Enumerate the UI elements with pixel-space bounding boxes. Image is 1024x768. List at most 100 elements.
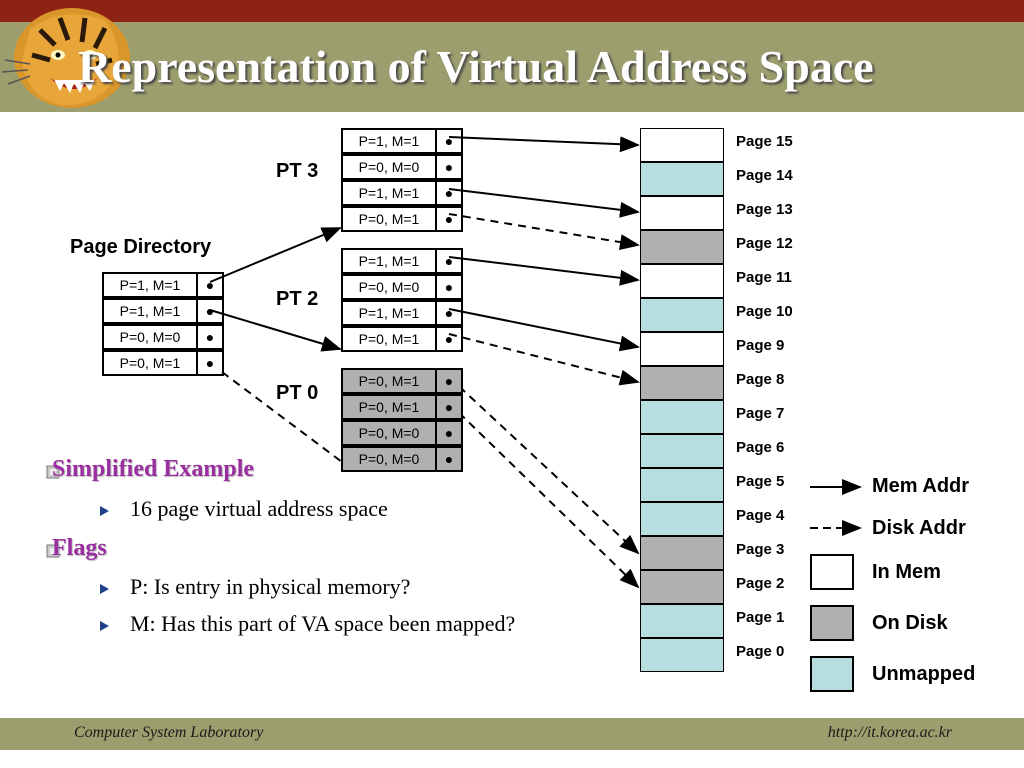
page-label: Page 10 [736,303,793,320]
pt3-entry: P=0, M=0 [341,154,437,180]
legend-mem-addr: Mem Addr [872,475,970,497]
arrow-pd-pt2 [209,309,342,352]
sub-bullet-arrow-icon [100,621,109,631]
pointer-dot-icon: ● [435,326,463,352]
bullet-simplified-example: Simplified Example [52,456,255,482]
page-box [640,264,724,298]
page-box [640,196,724,230]
pt2-entry: P=0, M=0 [341,274,437,300]
pd-entry: P=0, M=0 [102,324,198,350]
arrow-pt2-page9 [448,308,640,352]
pd-entry: P=1, M=1 [102,272,198,298]
slide-title: Representation of Virtual Address Space [78,41,874,92]
page-label: Page 7 [736,405,785,422]
page-box [640,468,724,502]
footer-bottom-strip [0,750,1024,768]
pt3-entry: P=1, M=1 [341,128,437,154]
arrow-pt3-page12 [448,213,640,250]
pointer-dot-icon: ● [435,300,463,326]
arrow-pt2-page11 [448,256,640,286]
pt2-entry: P=1, M=1 [341,248,437,274]
sub-bullet-text: M: Has this part of VA space been mapped… [130,611,516,636]
pt0-entry: P=0, M=0 [341,420,437,446]
page-box [640,128,724,162]
page-box [640,604,724,638]
arrow-pd-pt3 [209,227,342,283]
page-label: Page 3 [736,541,785,558]
arrow-pt2-page8 [448,333,640,386]
page-label: Page 11 [736,269,792,286]
page-label: Page 0 [736,643,785,660]
legend-on-disk: On Disk [872,612,948,634]
arrow-pt0-page3 [448,376,640,555]
page-label: Page 1 [736,609,785,626]
pointer-dot-icon: ● [435,206,463,232]
page-box [640,502,724,536]
sub-bullet-text: P: Is entry in physical memory? [130,574,411,599]
top-accent-bar [0,0,1024,22]
arrow-pt3-page13 [448,188,640,218]
pt3-entry: P=0, M=1 [341,206,437,232]
page-box [640,638,724,672]
footer-url: http://it.korea.ac.kr [827,724,952,741]
bullet-box-icon [46,465,60,479]
pd-entry: P=1, M=1 [102,298,198,324]
pointer-dot-icon: ● [435,394,463,420]
pt0-entry: P=0, M=1 [341,394,437,420]
pointer-dot-icon: ● [435,446,463,472]
page-box [640,332,724,366]
pd-entry: P=0, M=1 [102,350,198,376]
page-box [640,570,724,604]
pt3-entry: P=1, M=1 [341,180,437,206]
legend-unmapped: Unmapped [872,663,976,685]
arrow-pt0-page2 [448,402,640,589]
pt3-label: PT 3 [276,160,319,182]
pointer-dot-icon: ● [196,272,224,298]
page-label: Page 15 [736,133,793,150]
title-bar [0,22,1024,112]
bullet-flags: Flags [52,535,107,561]
page-label: Page 8 [736,371,785,388]
sub-bullet-arrow-icon [100,584,109,594]
page-label: Page 14 [736,167,793,184]
pointer-dot-icon: ● [435,368,463,394]
sub-bullet-text: 16 page virtual address space [130,496,388,521]
legend-in-mem: In Mem [872,561,941,583]
page-label: Page 4 [736,507,785,524]
arrow-pt3-page15 [448,136,640,153]
page-label: Page 5 [736,473,785,490]
pt0-entry: P=0, M=1 [341,368,437,394]
pointer-dot-icon: ● [196,298,224,324]
pointer-dot-icon: ● [196,324,224,350]
legend-disk-addr: Disk Addr [872,517,966,539]
pt2-entry: P=0, M=1 [341,326,437,352]
pointer-dot-icon: ● [435,274,463,300]
sub-bullet-arrow-icon [100,506,109,516]
pt2-label: PT 2 [276,288,319,310]
footer-bar [0,718,1024,750]
pointer-dot-icon: ● [435,128,463,154]
page-label: Page 2 [736,575,785,592]
page-label: Page 9 [736,337,785,354]
tiger-logo-icon [1,8,130,108]
pt0-label: PT 0 [276,382,319,404]
page-box [640,536,724,570]
page-box [640,298,724,332]
pointer-dot-icon: ● [435,180,463,206]
legend-on-disk-swatch [810,605,854,641]
legend-unmapped-swatch [810,656,854,692]
legend-in-mem-swatch [810,554,854,590]
pt2-entry: P=1, M=1 [341,300,437,326]
pointer-dot-icon: ● [435,420,463,446]
page-box [640,434,724,468]
footer-lab-name: Computer System Laboratory [74,724,264,741]
page-box [640,162,724,196]
page-label: Page 6 [736,439,785,456]
page-directory-label: Page Directory [70,236,212,258]
pointer-dot-icon: ● [435,248,463,274]
page-label: Page 12 [736,235,793,252]
page-box [640,400,724,434]
bullet-box-icon [46,544,60,558]
pt0-entry: P=0, M=0 [341,446,437,472]
